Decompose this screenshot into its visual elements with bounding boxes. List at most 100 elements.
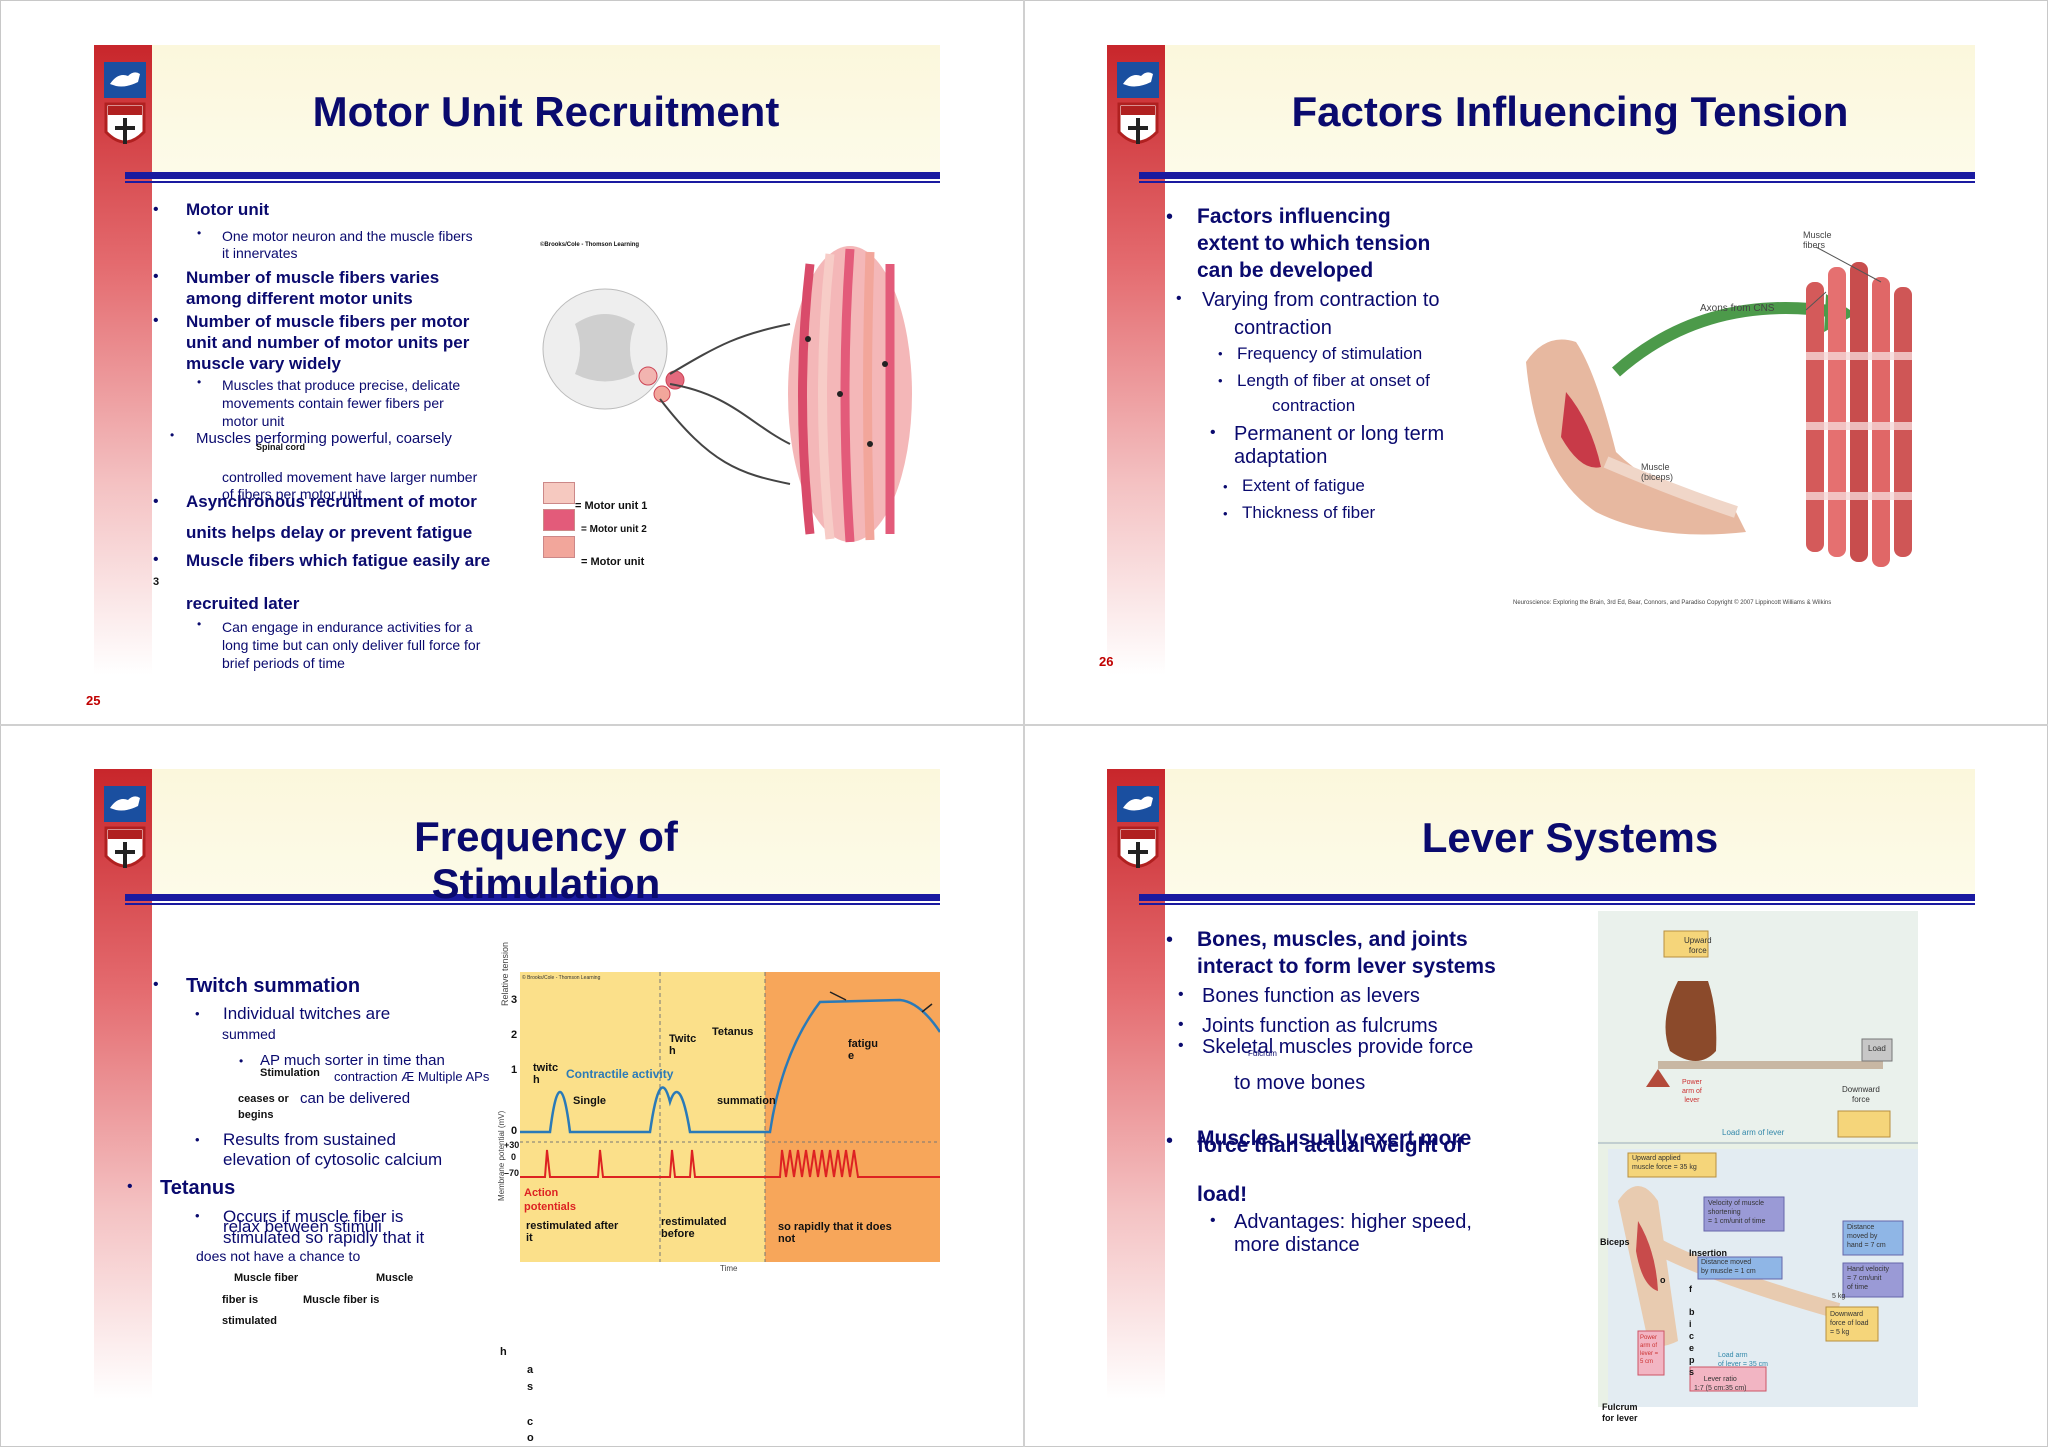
label-biceps: Biceps	[1600, 1237, 1630, 1247]
text-line: interact to form lever systems	[1197, 955, 1496, 978]
label-muscle-biceps: Muscle (biceps)	[1641, 462, 1674, 482]
legend-label-2: = Motor unit 2	[581, 524, 647, 535]
title-rule-thin	[125, 181, 940, 183]
text-line: it innervates	[222, 245, 298, 261]
text-line: controlled movement have larger number	[222, 469, 478, 485]
legend-swatch-1	[543, 482, 575, 504]
text-line: brief periods of time	[222, 655, 345, 671]
slide-title-line-2: Stimulation	[431, 860, 661, 907]
text-line: extent to which tension	[1197, 232, 1431, 255]
title-rule	[1139, 172, 1975, 179]
text-line: Skeletal muscles provide force	[1202, 1036, 1474, 1058]
text-line: contraction	[1272, 396, 1356, 415]
university-logo-icon	[1117, 786, 1159, 868]
label-muscle-fibers: Muscle fibers	[1803, 230, 1832, 250]
footnote-number: 3	[153, 576, 160, 588]
label-restimulated-after: restimulated after it	[526, 1220, 619, 1244]
text-line: unit and number of motor units per	[186, 333, 470, 352]
label-action-potentials: Action potentials	[524, 1187, 576, 1213]
mv-tick: +30	[504, 1140, 520, 1150]
text-line: Factors influencing	[1197, 205, 1391, 228]
text-line: begins	[238, 1109, 274, 1121]
text-line: summed	[222, 1026, 276, 1042]
red-sidebar	[1107, 769, 1165, 1399]
text-line: Muscles that produce precise, delicate	[222, 377, 461, 393]
university-logo-icon	[1117, 62, 1159, 144]
text-line: of fibers per motor unit	[222, 486, 363, 502]
label-power-arm: Power arm of lever	[1682, 1079, 1702, 1104]
title-background	[1165, 45, 1975, 173]
slide-motor-unit-recruitment: Motor Unit Recruitment • Motor unit • On…	[0, 0, 1000, 708]
text-line: Muscles performing powerful, coarsely	[196, 430, 452, 447]
label-twitch-2: Twitc h	[669, 1033, 697, 1057]
text-line: Individual twitches are	[223, 1004, 391, 1023]
label-load: Load	[1868, 1044, 1886, 1053]
label-fulcrum: Fulcrum for lever	[1602, 1402, 1638, 1423]
text-line: Results from sustained	[223, 1130, 396, 1149]
text-line: Muscles usually exert more	[1197, 1127, 1472, 1150]
bullet-motor-unit: Motor unit	[186, 200, 270, 219]
text-line: h	[500, 1346, 507, 1358]
x-label-time: Time	[720, 1264, 738, 1273]
text-line: Extent of fatigue	[1242, 476, 1365, 495]
text-line: Can engage in endurance activities for a	[222, 619, 473, 635]
page-number: 26	[1099, 654, 1114, 669]
text-line: One motor neuron and the muscle fibers	[222, 228, 473, 244]
university-logo-icon	[104, 786, 146, 868]
slide-title: Factors Influencing Tension	[1291, 88, 1849, 135]
text-line: units helps delay or prevent fatigue	[186, 523, 473, 542]
text-line: fiber is	[222, 1294, 259, 1306]
title-background	[152, 45, 940, 173]
label-o: o	[1660, 1275, 1666, 1285]
label-hand-velocity: Hand velocity = 7 cm/unit of time	[1847, 1266, 1890, 1291]
page-number: 25	[86, 693, 101, 708]
text-line: Muscle fibers which fatigue easily are	[186, 551, 491, 570]
legend-label-1: = Motor unit 1	[575, 500, 648, 512]
text-line: load!	[1197, 1183, 1248, 1206]
title-rule-thin	[1139, 181, 1975, 183]
red-sidebar	[1107, 45, 1165, 675]
text-line: Twitch summation	[186, 975, 361, 997]
label-power-arm-2: Power arm of lever = 5 cm	[1640, 1335, 1659, 1365]
vertical-letter: p	[1689, 1355, 1695, 1365]
text-line: force than actual weight of	[1197, 1134, 1464, 1157]
slide-title-line-1: Frequency of	[414, 813, 678, 860]
slide-title: Lever Systems	[1421, 814, 1719, 861]
text-line: s	[527, 1381, 534, 1393]
text-line: Number of muscle fibers per motor	[186, 312, 470, 331]
vertical-letter: f	[1689, 1284, 1692, 1294]
title-background	[152, 769, 940, 897]
y-tick: 1	[511, 1064, 518, 1076]
university-logo-icon	[104, 62, 146, 144]
slide-frequency-of-stimulation: Frequency of Stimulation • Twitch summat…	[0, 726, 1000, 1444]
text-line: elevation of cytosolic calcium	[223, 1150, 443, 1169]
label-summation: summation	[717, 1095, 776, 1107]
arm-muscle-figure	[1526, 246, 1912, 567]
text-line: Bones, muscles, and joints	[1197, 928, 1468, 951]
text-line: recruited later	[186, 594, 300, 613]
text-line: Muscle fiber	[234, 1272, 299, 1284]
y-tick: 3	[511, 994, 518, 1006]
text-line: muscle vary widely	[186, 354, 341, 373]
text-line: a	[527, 1364, 534, 1376]
twitch-tetanus-figure	[520, 972, 940, 1262]
text-line: Stimulation	[260, 1067, 320, 1079]
title-rule-thin	[1139, 903, 1975, 905]
text-line: Permanent or long term	[1234, 423, 1445, 445]
text-line: Number of muscle fibers varies	[186, 268, 440, 287]
motor-unit-figure	[542, 246, 912, 543]
text-line: relax between stimuli	[223, 1217, 382, 1236]
text-line: ceases or	[238, 1093, 289, 1105]
text-line: Varying from contraction to	[1202, 289, 1440, 311]
label-distance-hand: Distance moved by hand = 7 cm	[1847, 1224, 1886, 1249]
label-upward-force: Upward force	[1684, 936, 1712, 955]
label-single: Single	[573, 1095, 607, 1107]
mv-tick: –70	[504, 1168, 520, 1178]
y-label-membrane: Membrane potential (mV)	[497, 1110, 506, 1201]
legend-swatch-2	[543, 509, 575, 531]
text-line: o	[527, 1432, 534, 1444]
label-downward-force: Downward force	[1842, 1085, 1880, 1104]
label-upward-applied: Upward applied muscle force = 35 kg	[1632, 1155, 1697, 1171]
label-so-rapidly: so rapidly that it does not	[778, 1221, 892, 1245]
text-line: Muscle	[376, 1272, 414, 1284]
